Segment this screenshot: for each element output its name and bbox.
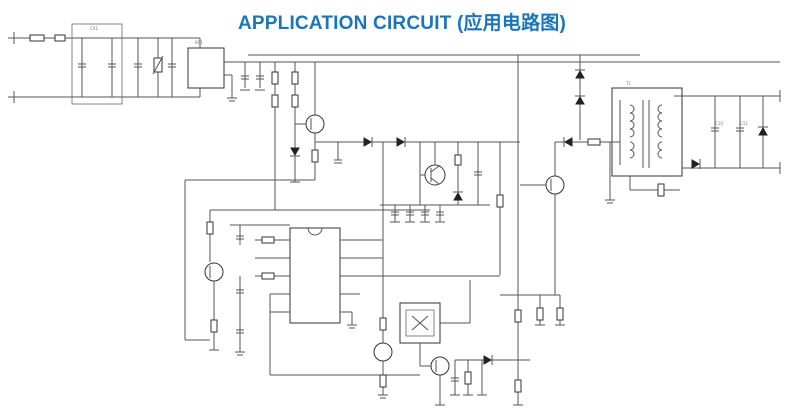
- resistor-icon: [514, 309, 522, 323]
- zener-diode-icon: [453, 191, 463, 201]
- capacitor-bank: [390, 205, 445, 223]
- diode-icon: [575, 95, 585, 105]
- input-filter-section: CX1 BR1: [8, 23, 265, 105]
- zener-diode-icon: [290, 147, 300, 157]
- fuse-icon: [29, 34, 45, 42]
- svg-text:CX1: CX1: [90, 26, 99, 31]
- resistor-icon: [556, 307, 564, 321]
- mosfet-icon: [305, 114, 325, 134]
- main-switch: [517, 55, 610, 295]
- resistor-icon: [271, 71, 279, 85]
- diode-icon: [363, 137, 373, 147]
- svg-text:C10: C10: [715, 121, 723, 126]
- snubber-section: [575, 55, 585, 140]
- diode-icon: [396, 137, 406, 147]
- svg-text:C11: C11: [740, 121, 748, 126]
- diode-icon: [483, 355, 493, 365]
- bridge-rectifier-icon: [187, 47, 225, 89]
- mosfet-icon: [204, 262, 224, 282]
- page-title: APPLICATION CIRCUIT (应用电路图): [237, 13, 567, 34]
- resistor-icon: [496, 194, 504, 208]
- svg-text:T1: T1: [625, 81, 631, 86]
- pwm-controller-ic: [230, 224, 500, 329]
- resistor-icon: [206, 221, 214, 235]
- feedback-section: [373, 260, 564, 406]
- diode-icon: [691, 159, 701, 169]
- transformer-section: [605, 87, 780, 204]
- pwm-controller-ic-icon: [289, 227, 341, 324]
- diode-icon: [575, 69, 585, 79]
- resistor-icon: [464, 371, 472, 385]
- resistor-icon: [271, 94, 279, 108]
- capacitor-icon: [108, 63, 116, 68]
- sense-section: [184, 179, 430, 376]
- resistor-icon: [514, 379, 522, 393]
- mosfet-icon: [545, 175, 565, 195]
- diode-icon: [563, 137, 573, 147]
- svg-text:BR1: BR1: [195, 40, 204, 45]
- transistor-icon: [373, 342, 393, 362]
- resistor-icon: [54, 34, 66, 42]
- resistor-icon: [261, 272, 275, 280]
- capacitor-icon: [657, 183, 665, 197]
- resistor-icon: [311, 149, 319, 163]
- vcc-supply-section: [363, 137, 504, 275]
- resistor-icon: [379, 317, 387, 331]
- resistor-icon: [291, 71, 299, 85]
- mosfet-icon: [430, 356, 450, 376]
- resistor-icon: [536, 307, 544, 321]
- transformer-icon: [611, 87, 683, 177]
- capacitor-icon: [78, 63, 86, 68]
- transistor-icon: [424, 164, 446, 186]
- resistor-icon: [261, 236, 275, 244]
- resistor-icon: [291, 94, 299, 108]
- resistor-icon: [210, 319, 218, 333]
- zener-diode-icon: [758, 126, 768, 136]
- resistor-icon: [379, 374, 387, 388]
- startup-network: [271, 62, 520, 210]
- resistor-icon: [587, 138, 601, 146]
- ground-icon: [378, 394, 388, 399]
- resistor-icon: [454, 154, 462, 166]
- output-section: C10 C11 T1: [625, 81, 781, 174]
